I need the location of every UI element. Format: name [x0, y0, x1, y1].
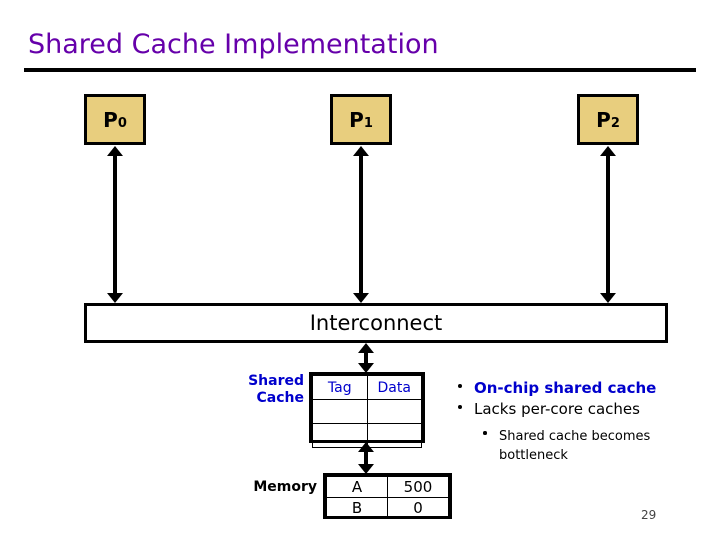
- shared-cache-label-line1: Shared: [248, 373, 304, 389]
- page-title: Shared Cache Implementation: [28, 29, 439, 60]
- arrow-p2-interconnect-icon: [598, 146, 618, 303]
- cache-header-data: Data: [366, 375, 422, 400]
- processor-label: P: [103, 107, 118, 132]
- sub-list-item: Shared cache becomes bottleneck: [455, 425, 720, 463]
- table-row: [312, 399, 422, 424]
- bullet-dot-icon: [458, 384, 462, 388]
- bullet-text: On-chip shared cache: [474, 379, 657, 397]
- arrow-cache-memory-icon: [356, 442, 376, 474]
- sub-bullet-dot-icon: [483, 431, 487, 435]
- memory-table: A 500 B 0: [323, 473, 452, 519]
- title-divider: [24, 68, 696, 72]
- processor-label: P: [349, 107, 364, 132]
- notes-list: On-chip shared cache Lacks per-core cach…: [455, 378, 720, 463]
- table-row: A 500: [326, 476, 449, 498]
- memory-cell-addr-2: B: [326, 497, 388, 519]
- processor-label: P: [596, 107, 611, 132]
- table-row: B 0: [326, 497, 449, 519]
- sub-bullet-text: Shared cache becomes bottleneck: [499, 429, 651, 463]
- memory-cell-addr-1: A: [326, 476, 388, 498]
- memory-label: Memory: [253, 479, 317, 495]
- cache-cell-data-2: [366, 423, 422, 448]
- processor-index: 2: [610, 116, 620, 131]
- processor-index: 0: [117, 116, 127, 131]
- bullet-dot-icon: [458, 405, 462, 409]
- shared-cache-table: Tag Data: [309, 372, 425, 448]
- cache-cell-data-1: [366, 399, 422, 424]
- interconnect-box: Interconnect: [84, 303, 668, 343]
- arrow-p0-interconnect-icon: [105, 146, 125, 303]
- interconnect-label: Interconnect: [309, 311, 443, 335]
- memory-cell-value-2: 0: [387, 497, 449, 519]
- cache-cell-tag-1: [312, 399, 368, 424]
- list-item: Lacks per-core caches: [455, 399, 720, 418]
- page-number: 29: [641, 508, 657, 522]
- shared-cache-label: Shared Cache: [218, 373, 304, 407]
- shared-cache-label-line2: Cache: [256, 390, 304, 406]
- arrow-interconnect-cache-icon: [356, 343, 376, 373]
- arrow-p1-interconnect-icon: [351, 146, 371, 303]
- memory-cell-value-1: 500: [387, 476, 449, 498]
- bullet-text: Lacks per-core caches: [474, 400, 640, 418]
- table-row: Tag Data: [312, 375, 422, 400]
- cache-header-tag: Tag: [312, 375, 368, 400]
- processor-index: 1: [363, 116, 373, 131]
- list-item: On-chip shared cache: [455, 378, 720, 397]
